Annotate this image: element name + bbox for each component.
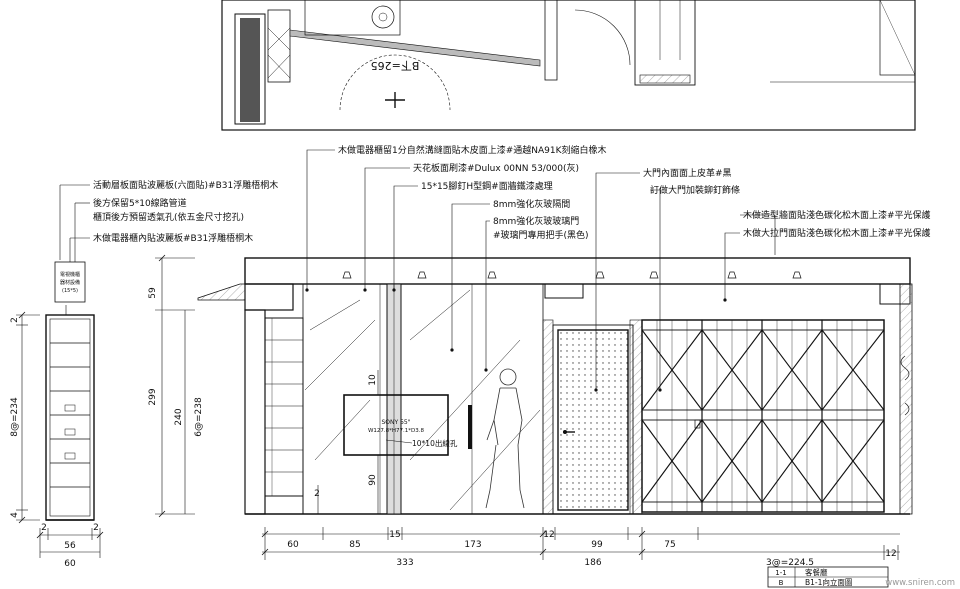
glass-door-handle (468, 405, 472, 449)
plan-view: B下=265 (221, 0, 916, 131)
title-row1-code: 1-1 (775, 569, 786, 577)
dim-bottom-total: 60 (64, 559, 76, 569)
dim-row-d1: 60 (287, 540, 299, 550)
cabinet-top-line2: 器材設備 (60, 279, 80, 286)
plan-cabinet (267, 9, 291, 83)
dim-bottom-a: 2 (41, 523, 47, 533)
dim-row-d2: 85 (349, 540, 360, 550)
plan-fixture-circle (371, 5, 395, 29)
annotation-10: 木做大拉門面貼淺色碳化松木面上漆#平光保護 (743, 227, 931, 239)
dim-mid-a: 59 (148, 287, 158, 299)
annotation-2: 天花板面刷漆#Dulux 00NN 53/000(灰) (413, 162, 579, 174)
annotation-8: 訂做大門加裝鉚釘飾條 (650, 184, 740, 196)
watermark: www.sniren.com (885, 578, 955, 588)
tv-brand: SONY 55" (382, 419, 411, 426)
dim-tv-small: 2 (314, 489, 320, 499)
cabinet-top-line1: 電視機櫃 (60, 271, 80, 278)
annotation-14: 木做電器櫃內貼波麗板#B31浮雕梧桐木 (93, 232, 253, 244)
dim-row-d6: 99 (591, 540, 603, 550)
tv-box (343, 394, 449, 456)
cabinet-outline (45, 314, 95, 521)
dim-left-top: 2 (10, 317, 20, 323)
ceiling-spotlights (342, 271, 802, 279)
plan-table-arc (339, 54, 451, 111)
plan-door-swing (574, 9, 631, 66)
dimension-ticks (18, 254, 646, 556)
ceiling-band (244, 257, 911, 285)
annotation-6: #玻璃門專用把手(黑色) (493, 229, 589, 241)
dim-bottom-b: 56 (64, 541, 76, 551)
right-wall-section (899, 283, 913, 515)
dim-bottom-c: 2 (93, 523, 99, 533)
dim-tv-top: 10 (368, 374, 378, 386)
plan-frame (221, 0, 916, 131)
dim-row-t1: 333 (396, 558, 413, 568)
person-figure (485, 368, 525, 509)
barn-doors (641, 319, 885, 513)
cable-hole-label: 10*10出線孔 (412, 438, 458, 448)
dim-row-d4: 173 (464, 540, 481, 550)
plan-furniture (304, 0, 401, 36)
dim-row-d7: 75 (664, 540, 675, 550)
dim-tv-bottom: 90 (368, 474, 378, 486)
dim-row-d3: 15 (389, 530, 400, 540)
dim-mid-b: 299 (148, 388, 158, 405)
dim-row-t3: 3@=224.5 (766, 558, 814, 568)
dim-left-bottom: 4 (10, 512, 20, 518)
front-door (557, 329, 629, 511)
plan-right-cabinet (879, 0, 916, 76)
plan-wall-fill (240, 18, 260, 122)
annotation-12: 後方保留5*10線路管道 (93, 197, 187, 209)
annotation-11: 活動層板面貼波麗板(六面貼)#B31浮雕梧桐木 (93, 179, 278, 191)
annotations: 木做電器櫃留1分自然溝縫面貼木皮面上漆#通越NA91K刻縮白橡木 天花板面刷漆#… (93, 144, 931, 244)
dim-left-middle: 8@=234 (10, 397, 20, 437)
title-row2-name: B1-1向立面圖 (805, 577, 852, 587)
leader-dots (305, 288, 727, 392)
leader-lines (59, 149, 776, 390)
plan-wall-block (234, 13, 266, 125)
tv-size: W127.8*H77.1*D3.8 (368, 428, 425, 434)
title-block: 1-1 客餐廳 B B1-1向立面圖 www.sniren.com (767, 566, 955, 588)
annotation-1: 木做電器櫃留1分自然溝縫面貼木皮面上漆#通越NA91K刻縮白橡木 (338, 144, 607, 156)
plan-sliding-panel (289, 29, 541, 67)
title-row1-name: 客餐廳 (805, 567, 828, 577)
glass-partition (302, 283, 544, 515)
elevation-view: SONY 55" W127.8*H77.1*D3.8 10*10出線孔 (197, 257, 913, 515)
annotation-7: 大門內面面上皮革#黑 (643, 167, 732, 179)
annotation-5: 8mm強化灰玻玻璃門 (493, 215, 579, 227)
dim-row-t4: 12 (885, 549, 896, 559)
annotation-13: 櫃頂後方預留透氣孔(依五金尺寸挖孔) (93, 211, 244, 223)
tv-cabinet-shelves (264, 317, 304, 497)
dim-row-d5: 12 (543, 530, 554, 540)
plan-room-block (634, 0, 696, 86)
cabinet-section: 電視機櫃 器材設備 (15*5) (45, 261, 95, 521)
dim-mid-d: 6@=238 (194, 397, 204, 437)
awning (197, 283, 246, 301)
annotation-9: 木做造型牆面貼淺色碳化松木面上漆#平光保護 (743, 209, 931, 221)
dimension-text: 2 8@=234 4 2 56 2 60 59 299 240 6@=238 1… (10, 287, 897, 569)
dimension-lines (16, 257, 900, 560)
annotation-4: 8mm強化灰玻隔間 (493, 198, 570, 210)
cabinet-top-line3: (15*5) (62, 288, 78, 294)
title-row2-code: B (779, 579, 784, 587)
plan-level-label: B下=265 (371, 59, 420, 72)
annotation-3: 15*15腳釘H型鋼#面牆鐵漆處理 (421, 180, 553, 192)
soffit-left (244, 283, 294, 311)
dim-mid-c: 240 (174, 408, 184, 425)
plan-column (544, 0, 558, 81)
dim-row-t2: 186 (584, 558, 601, 568)
